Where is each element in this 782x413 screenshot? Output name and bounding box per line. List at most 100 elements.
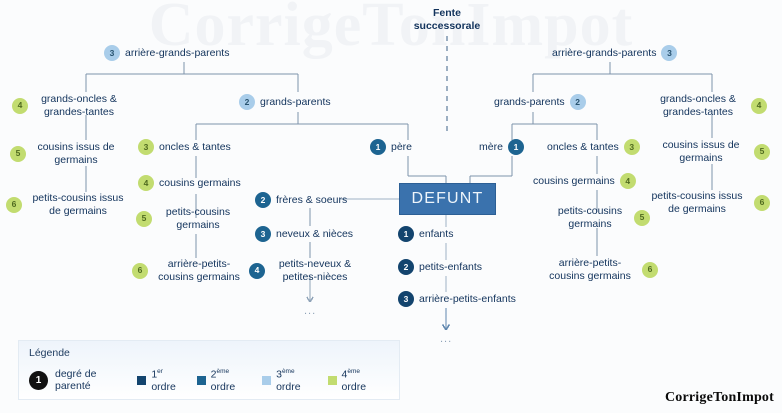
node-label: petits-cousins issus de germains (32, 192, 124, 217)
node-mere[interactable]: 1 mère (474, 139, 524, 155)
degree-badge: 5 (634, 209, 650, 226)
node-arriere-grands-parents-left[interactable]: 3 arrière-grands-parents (104, 45, 234, 61)
node-arriere-petits-cousins-germains-left[interactable]: 6 arrière-petits-cousins germains (132, 258, 250, 283)
node-oncles-tantes-left[interactable]: 3 oncles & tantes (138, 139, 236, 155)
node-label: père (391, 140, 413, 153)
degree-badge: 1 (398, 226, 414, 242)
fente-successorale-label: Fente successorale (404, 7, 490, 32)
node-label: cousins issus de germains (662, 139, 740, 164)
node-petits-neveux-nieces[interactable]: 4 petits-neveux & petites-nièces (249, 258, 365, 283)
node-arriere-grands-parents-right[interactable]: 3 arrière-grands-parents (547, 45, 678, 61)
node-label: cousins germains (159, 176, 241, 189)
degree-badge: 3 (661, 45, 678, 61)
fente-line2: successorale (413, 19, 481, 32)
node-enfants[interactable]: 1 enfants (398, 226, 458, 242)
node-label: frères & soeurs (276, 193, 348, 206)
node-neveux-nieces[interactable]: 3 neveux & nièces (255, 226, 358, 242)
ellipsis-descendants: ... (440, 333, 453, 345)
node-label: mère (479, 140, 503, 153)
node-freres-soeurs[interactable]: 2 frères & soeurs (255, 192, 352, 208)
degree-badge: 6 (642, 261, 658, 278)
node-petits-cousins-issus-germains-left[interactable]: 6 petits-cousins issus de germains (6, 192, 134, 217)
degree-badge: 2 (398, 259, 414, 275)
legend-swatch-ordre2 (196, 375, 206, 385)
degree-badge: 3 (104, 45, 120, 61)
node-cousins-issus-germains-right[interactable]: 5 cousins issus de germains (648, 139, 770, 164)
node-label: arrière-petits-enfants (419, 292, 516, 305)
degree-badge: 1 (507, 139, 524, 155)
legend-swatch-ordre1 (137, 375, 147, 385)
degree-badge: 1 (370, 139, 386, 155)
node-pere[interactable]: 1 père (370, 139, 417, 155)
degree-badge: 5 (136, 210, 152, 227)
fente-line1: Fente (432, 7, 461, 19)
node-petits-cousins-issus-germains-right[interactable]: 6 petits-cousins issus de germains (640, 190, 770, 215)
degree-badge: 2 (569, 94, 586, 110)
defunt-box[interactable]: DEFUNT (399, 183, 496, 215)
degree-badge: 5 (754, 143, 770, 160)
degree-badge: 6 (6, 196, 22, 213)
degree-badge: 6 (132, 262, 148, 279)
node-label: grands-parents (260, 95, 331, 108)
node-label: arrière-grands-parents (125, 46, 230, 59)
node-grands-parents-left[interactable]: 2 grands-parents (239, 94, 336, 110)
legend-item-ordre1: 1er ordre (137, 368, 184, 393)
degree-badge: 4 (138, 175, 154, 191)
defunt-label: DEFUNT (411, 190, 484, 207)
degree-badge: 5 (10, 145, 26, 162)
brand-logo: CorrigeTonImpot (664, 390, 774, 405)
legend-row: 1 degré de parenté 1er ordre 2ème ordre … (29, 368, 393, 393)
degree-badge: 3 (398, 291, 414, 307)
legend-degree-badge: 1 (29, 370, 48, 390)
node-label: oncles & tantes (547, 140, 619, 153)
node-label: enfants (419, 227, 454, 240)
degree-badge: 3 (623, 139, 640, 155)
node-petits-cousins-germains-right[interactable]: 5 petits-cousins germains (546, 205, 650, 230)
legend-label-ordre2: 2ème ordre (210, 368, 236, 393)
legend-swatch-ordre3 (262, 375, 272, 385)
node-arriere-petits-cousins-germains-right[interactable]: 6 arrière-petits-cousins germains (538, 257, 658, 282)
node-oncles-tantes-right[interactable]: 3 oncles & tantes (542, 139, 640, 155)
legend-panel: Légende 1 degré de parenté 1er ordre 2èm… (18, 340, 400, 400)
legend-label-ordre4: 4ème ordre (341, 368, 367, 393)
degree-badge: 6 (754, 194, 770, 211)
node-label: oncles & tantes (159, 140, 231, 153)
legend-title: Légende (29, 347, 70, 359)
node-label: petits-cousins germains (557, 205, 623, 230)
node-petits-cousins-germains-left[interactable]: 5 petits-cousins germains (136, 206, 244, 231)
node-label: arrière-petits-cousins germains (549, 257, 631, 282)
legend-swatch-ordre4 (327, 375, 337, 385)
node-cousins-germains-right[interactable]: 4 cousins germains (528, 173, 636, 189)
degree-badge: 4 (249, 262, 265, 279)
legend-item-ordre4: 4ème ordre (327, 368, 381, 393)
node-arriere-petits-enfants[interactable]: 3 arrière-petits-enfants (398, 291, 521, 307)
node-grands-parents-right[interactable]: 2 grands-parents (489, 94, 586, 110)
ellipsis-collaterals: ... (304, 305, 317, 317)
node-label: petits-cousins issus de germains (651, 190, 743, 215)
node-grands-oncles-tantes-right[interactable]: 4 grands-oncles & grandes-tantes (645, 93, 767, 118)
degree-badge: 4 (12, 97, 28, 114)
legend-label-ordre3: 3ème ordre (276, 368, 301, 393)
node-cousins-germains-left[interactable]: 4 cousins germains (138, 175, 246, 191)
node-label: petits-enfants (419, 260, 483, 273)
node-petits-enfants[interactable]: 2 petits-enfants (398, 259, 487, 275)
node-cousins-issus-germains-left[interactable]: 5 cousins issus de germains (10, 141, 126, 166)
legend-item-ordre2: 2ème ordre (196, 368, 250, 393)
degree-badge: 3 (138, 139, 154, 155)
node-label: grands-parents (494, 95, 565, 108)
node-label: arrière-grands-parents (552, 46, 657, 59)
node-label: cousins issus de germains (37, 141, 115, 166)
degree-badge: 2 (239, 94, 255, 110)
degree-badge: 3 (255, 226, 271, 242)
degree-badge: 4 (619, 173, 636, 189)
node-label: neveux & nièces (276, 227, 354, 240)
node-label: cousins germains (533, 174, 615, 187)
node-label: grands-oncles & grandes-tantes (41, 93, 117, 118)
legend-label-ordre1: 1er ordre (151, 368, 176, 393)
node-grands-oncles-tantes-left[interactable]: 4 grands-oncles & grandes-tantes (12, 93, 130, 118)
node-label: grands-oncles & grandes-tantes (660, 93, 736, 118)
legend-degree-label: degré de parenté (55, 368, 97, 393)
node-label: arrière-petits-cousins germains (158, 258, 240, 283)
